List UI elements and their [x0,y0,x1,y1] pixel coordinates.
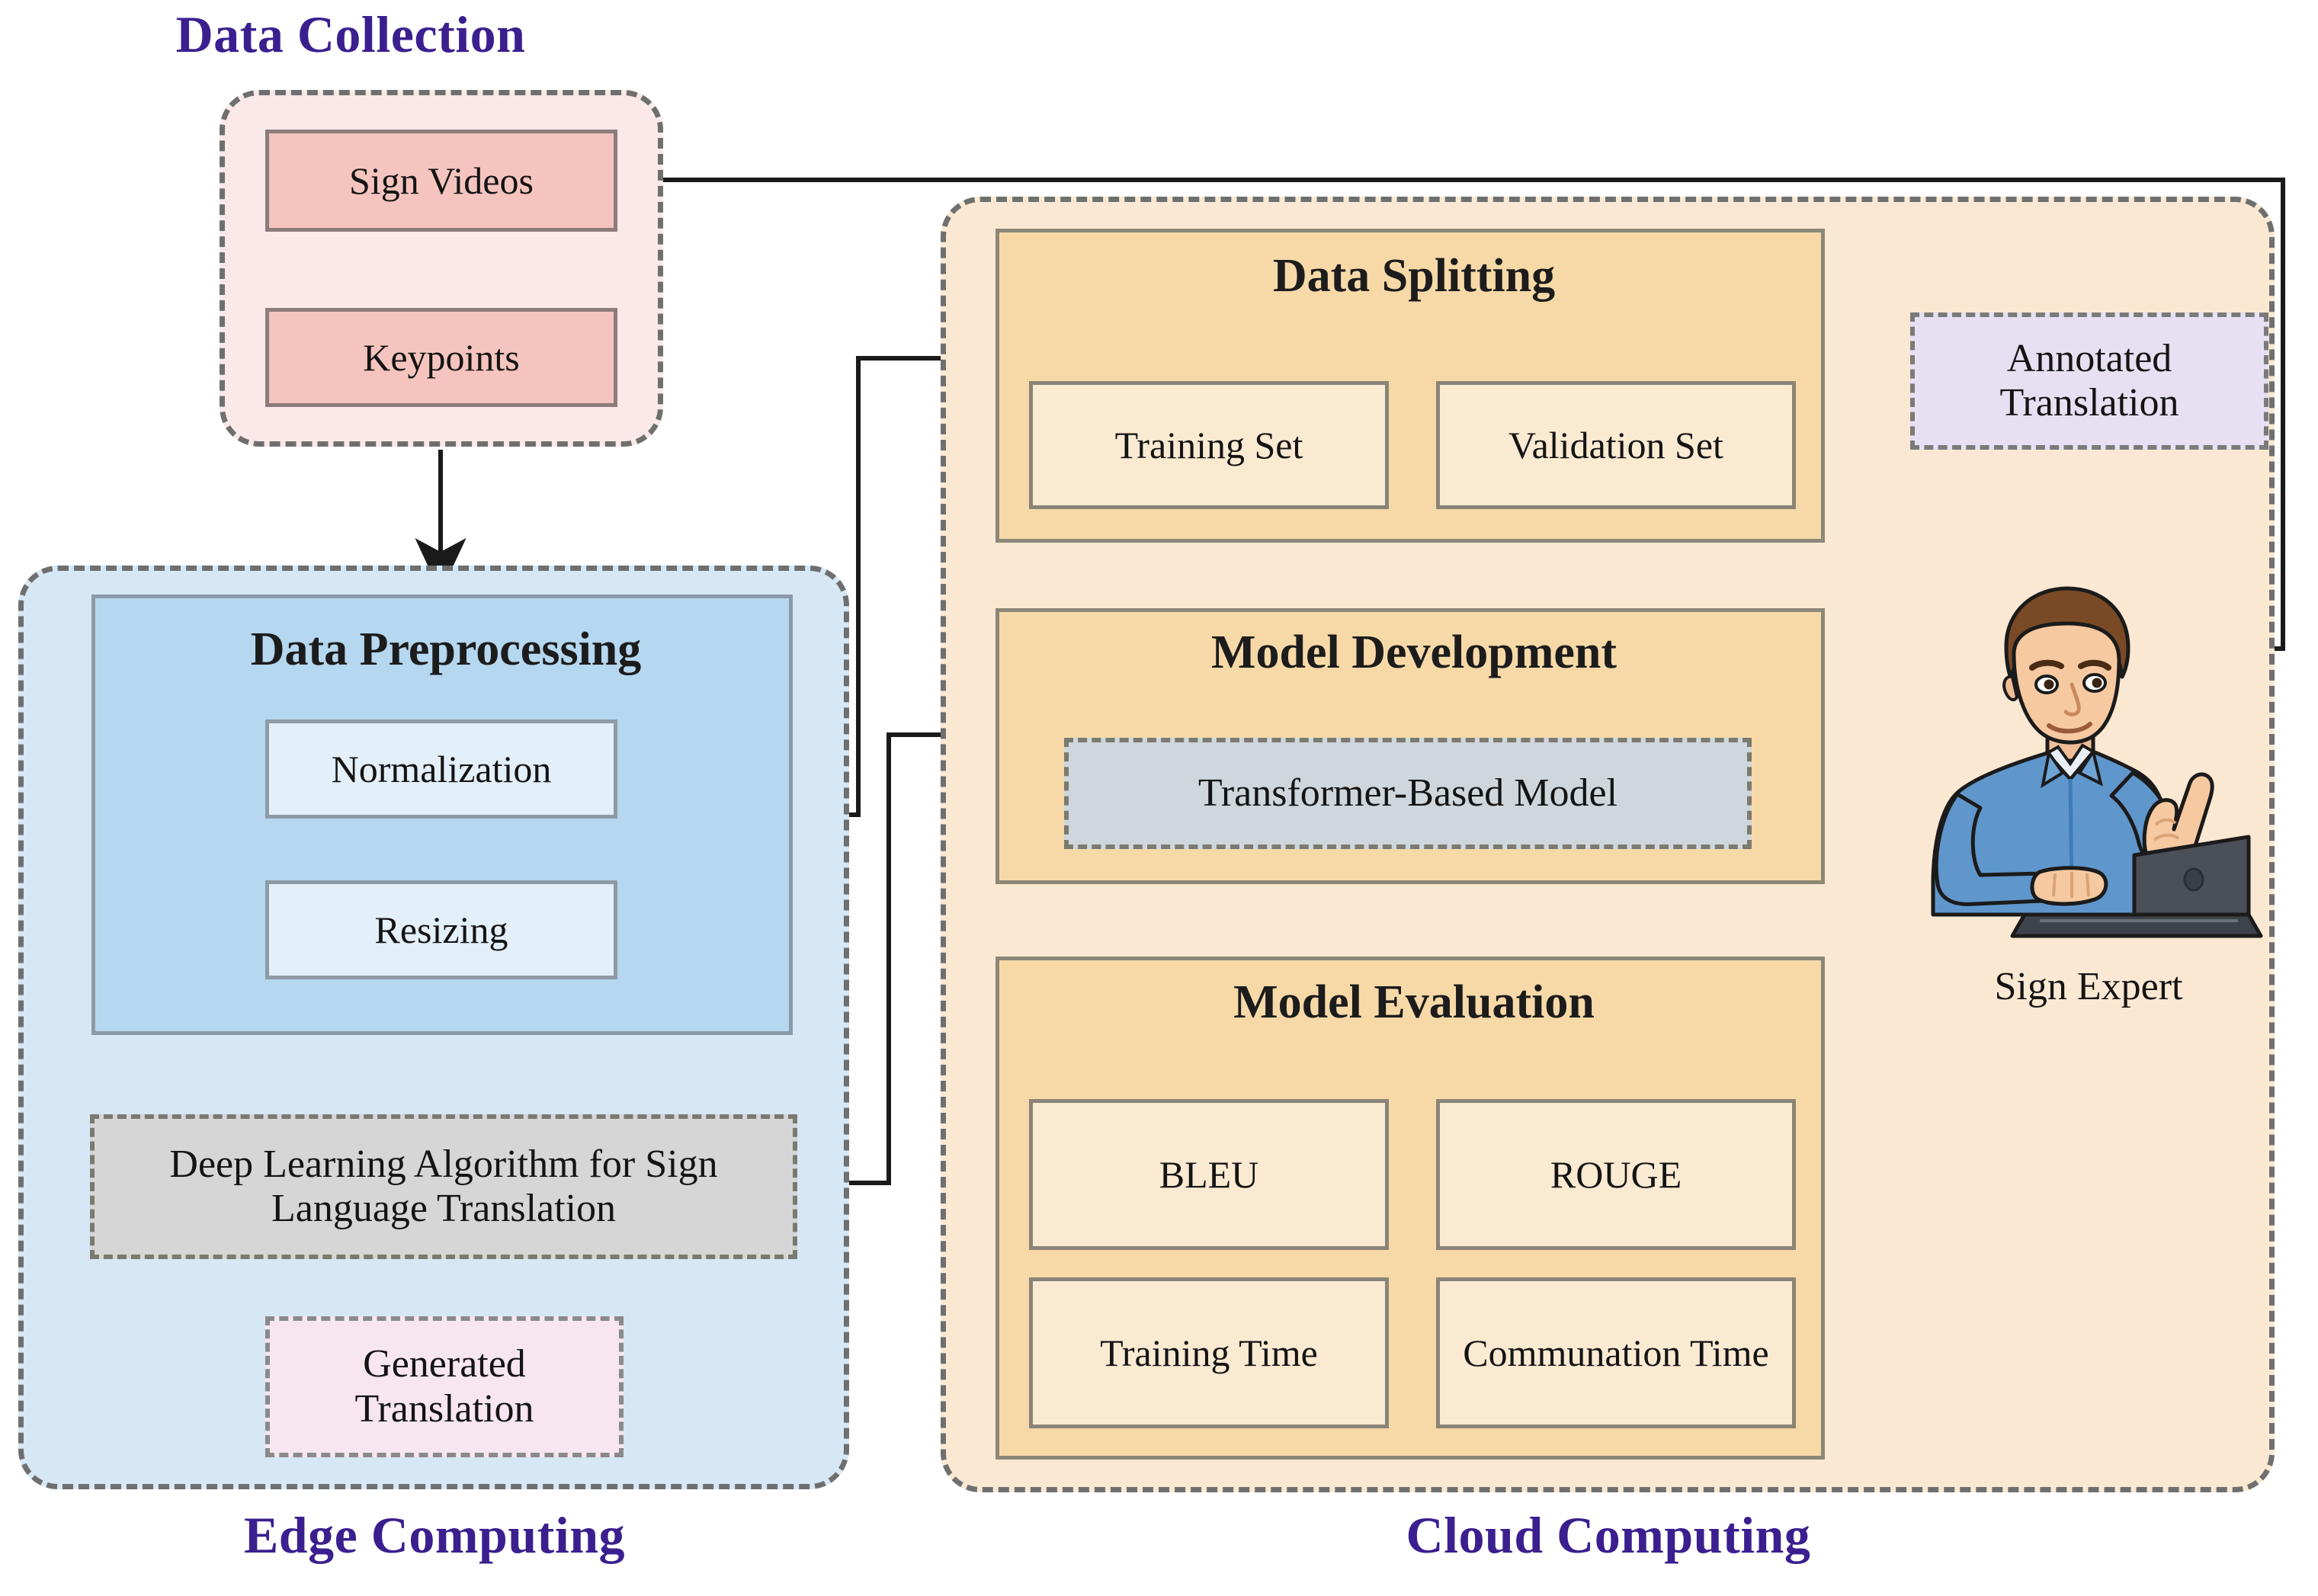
panel-title-model-evaluation: Model Evaluation [1233,976,1595,1028]
box-generated-translation[interactable]: Generated Translation [265,1316,624,1457]
title-edge-computing: Edge Computing [243,1506,626,1564]
title-cloud-computing: Cloud Computing [1406,1506,1811,1564]
expert-face [2012,621,2121,745]
box-metric-communation-time[interactable]: Communation Time [1436,1277,1796,1428]
box-normalization[interactable]: Normalization [265,719,617,819]
box-training-set[interactable]: Training Set [1029,381,1389,509]
box-keypoints[interactable]: Keypoints [265,308,617,407]
panel-title-data-preprocessing: Data Preprocessing [250,623,642,675]
box-resizing[interactable]: Resizing [265,880,617,979]
title-data-collection: Data Collection [175,5,526,63]
expert-left-hand [2030,866,2108,906]
box-metric-bleu[interactable]: BLEU [1029,1099,1389,1250]
sign-expert-illustration [1931,586,2263,938]
box-deep-learning-algorithm[interactable]: Deep Learning Algorithm for Sign Languag… [90,1114,797,1259]
panel-title-data-splitting: Data Splitting [1272,250,1556,302]
box-metric-rouge[interactable]: ROUGE [1436,1099,1796,1250]
box-metric-training-time[interactable]: Training Time [1029,1277,1389,1428]
panel-data-preprocessing: Data Preprocessing [91,594,793,1035]
box-transformer-based-model[interactable]: Transformer-Based Model [1064,738,1752,849]
box-sign-videos[interactable]: Sign Videos [265,130,617,232]
box-annotated-translation[interactable]: Annotated Translation [1910,312,2268,450]
caption-sign-expert: Sign Expert [1994,965,2183,1008]
expert-laptop-base [2010,912,2263,938]
panel-title-model-development: Model Development [1210,627,1617,678]
box-validation-set[interactable]: Validation Set [1436,381,1796,509]
